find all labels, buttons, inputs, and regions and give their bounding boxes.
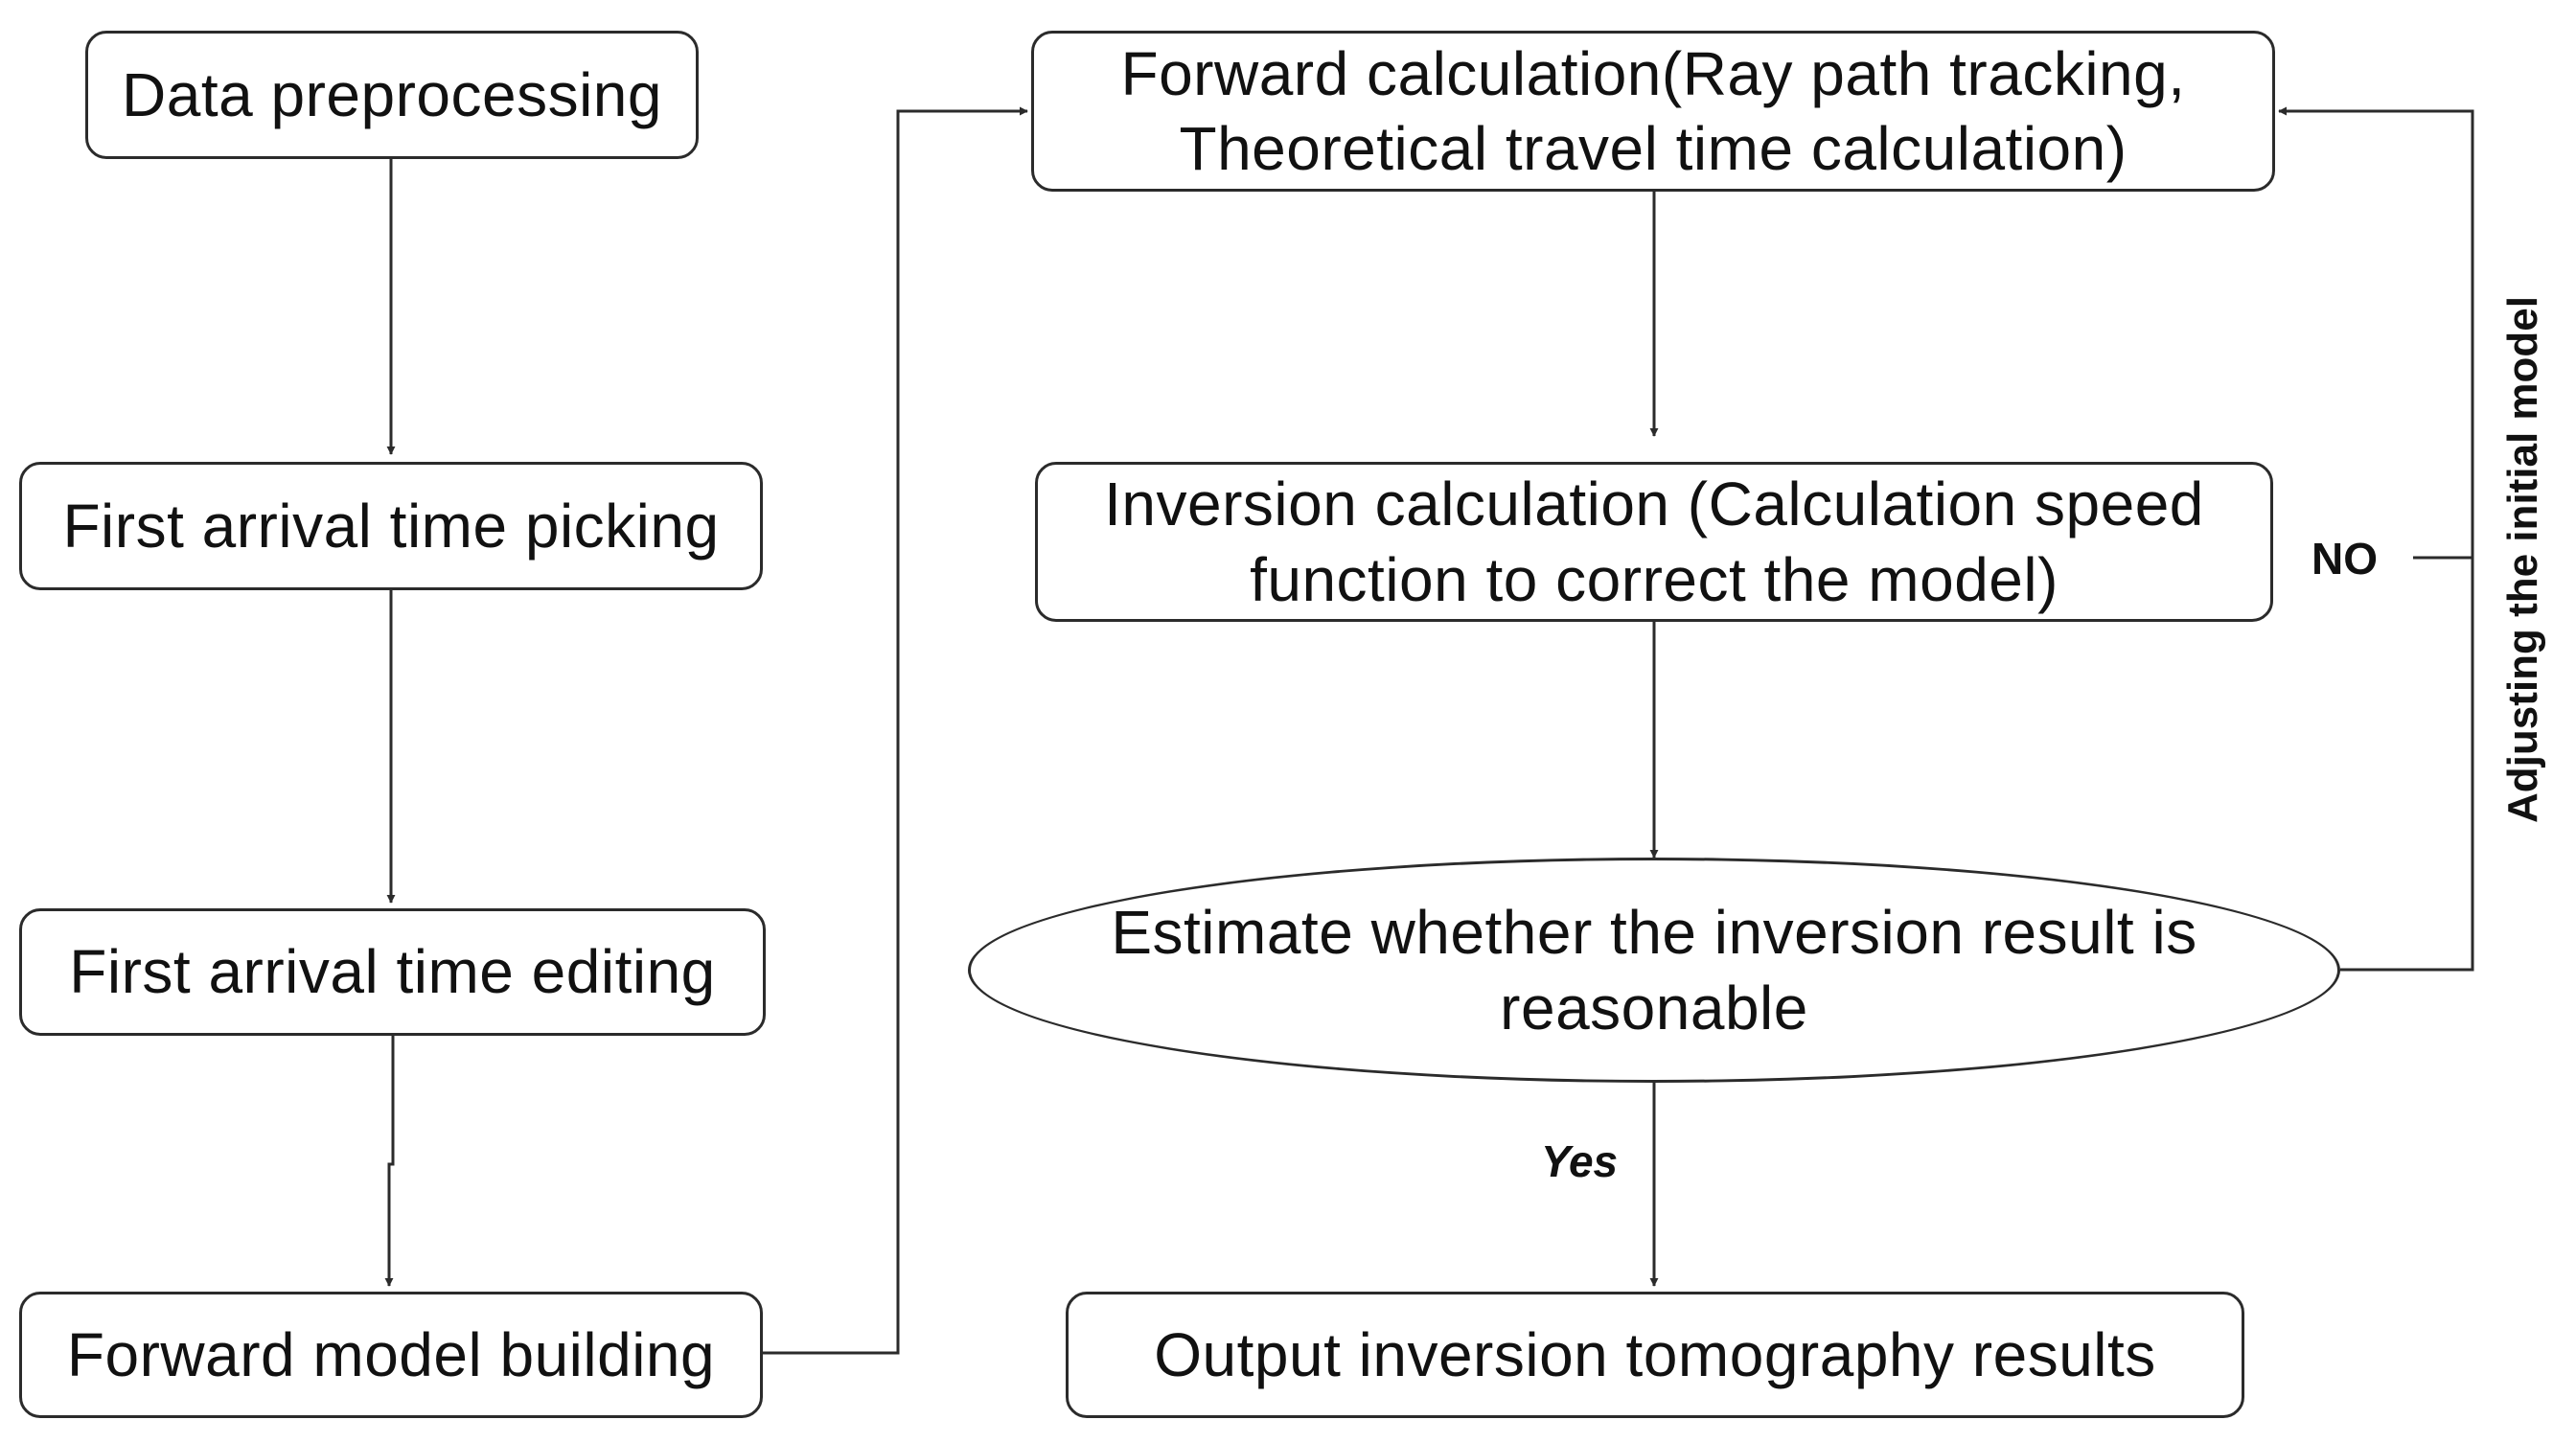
- edge-label-no: NO: [2312, 534, 2378, 584]
- edge-label-yes: Yes: [1541, 1136, 1619, 1186]
- node-first-arrival-time-editing: First arrival time editing: [19, 908, 766, 1036]
- edge-model-to-forward: [763, 106, 1028, 1355]
- node-output-results: Output inversion tomography results: [1066, 1292, 2244, 1418]
- edge-label-adjusting-initial-model: Adjusting the initial model: [2499, 296, 2546, 823]
- node-estimate-decision: Estimate whether the inversion result is…: [968, 858, 2340, 1083]
- edge-estimate-feedback-loop: [2278, 106, 2474, 972]
- node-forward-model-building: Forward model building: [19, 1292, 763, 1418]
- node-forward-calculation: Forward calculation(Ray path tracking, T…: [1031, 31, 2275, 192]
- edge-editing-to-model: [384, 1036, 395, 1287]
- node-first-arrival-time-picking: First arrival time picking: [19, 462, 763, 590]
- node-inversion-calculation: Inversion calculation (Calculation speed…: [1035, 462, 2273, 622]
- node-data-preprocessing: Data preprocessing: [85, 31, 699, 159]
